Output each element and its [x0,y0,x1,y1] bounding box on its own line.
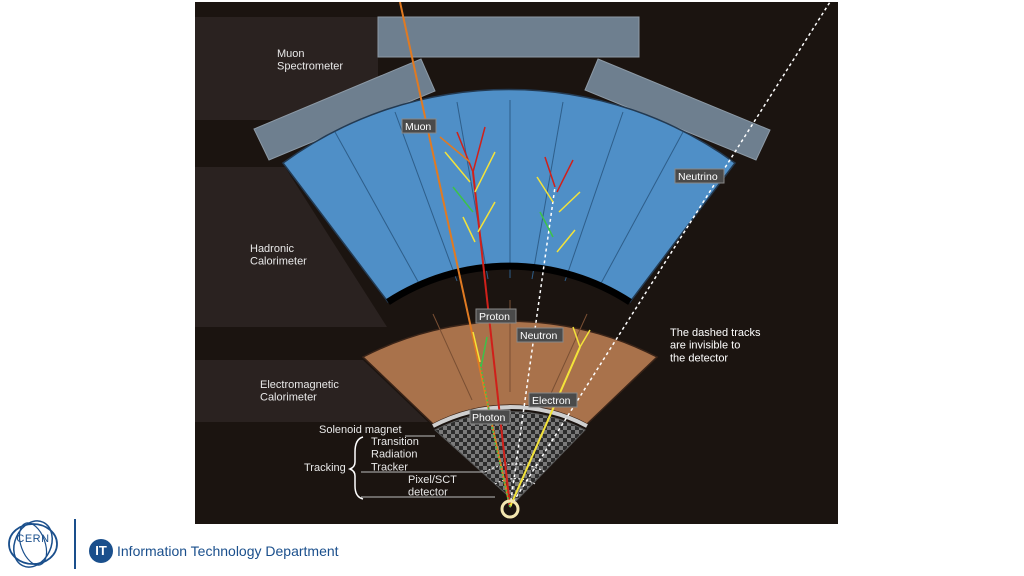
it-badge-icon: IT [89,539,113,563]
tag-neutrino: Neutrino [674,168,725,184]
hadronic-shower-right [536,156,581,253]
hadronic-segments [334,100,684,288]
tracking-brace [347,436,364,500]
pixel-sct-arcs [484,463,546,485]
neutrino-track [509,1,831,508]
department-name: Information Technology Department [117,543,339,559]
tag-photon: Photon [469,409,511,425]
label-panel-hadronic [195,167,387,327]
svg-text:Neutrino: Neutrino [678,171,718,183]
photon-track [479,361,511,508]
muon-chamber-left [253,58,436,161]
tag-muon: Muon [401,118,437,134]
tracking-region [434,411,586,503]
calorimeter-gap [386,262,632,305]
electron-track [509,346,581,508]
svg-text:Electron: Electron [532,395,571,407]
muon-chamber-right [584,58,771,161]
svg-text:Neutron: Neutron [520,330,558,342]
label-solenoid-magnet: Solenoid magnet [319,424,402,436]
em-showers [472,326,591,368]
proton-track [472,171,511,508]
footer-branding: CERN IT Information Technology Departmen… [0,515,1024,576]
tag-electron: Electron [528,392,578,408]
label-panel-muon [195,17,378,120]
label-tracking: Tracking [304,462,346,474]
footer-divider [74,519,76,569]
tag-neutron: Neutron [516,327,564,343]
label-panel-em [195,360,428,422]
cern-logo-icon [8,520,58,568]
interaction-point [500,499,520,519]
solenoid-magnet-ring [432,405,588,428]
muon-chamber-top [377,16,640,58]
cern-logo-text: CERN [16,533,50,545]
svg-text:Muon: Muon [405,121,431,133]
tag-proton: Proton [475,308,517,324]
svg-text:Proton: Proton [479,311,510,323]
svg-text:Photon: Photon [472,412,505,424]
hadronic-shower-left [439,126,496,243]
